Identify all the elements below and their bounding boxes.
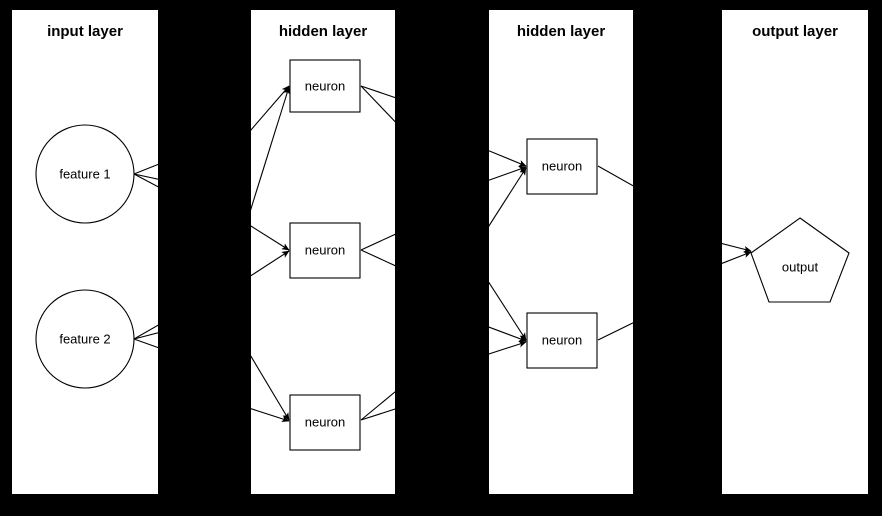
h1-neuron-3-label: neuron bbox=[305, 414, 345, 429]
edge-out-h1-neuron-1-b bbox=[360, 85, 395, 123]
edge-out-h2-neuron-2 bbox=[597, 322, 633, 341]
panel-hidden-layer-2 bbox=[489, 10, 633, 494]
edge-in-h2-neuron-1-b bbox=[489, 166, 527, 181]
node-feature-2[interactable]: feature 2 bbox=[35, 289, 135, 389]
edges-output-panel bbox=[722, 243, 752, 264]
node-h1-neuron-3[interactable]: neuron bbox=[289, 394, 361, 451]
feature-2-label: feature 2 bbox=[59, 331, 110, 346]
h1-neuron-1-box[interactable] bbox=[289, 59, 361, 113]
node-feature-1[interactable]: feature 1 bbox=[35, 124, 135, 224]
h2-neuron-1-box[interactable] bbox=[526, 138, 598, 195]
edge-in-h2-neuron-2-b bbox=[489, 326, 527, 342]
output-label: output bbox=[782, 259, 819, 274]
node-h2-neuron-2[interactable]: neuron bbox=[526, 312, 598, 369]
edge-in-output-b bbox=[722, 251, 752, 264]
edge-out-h2-neuron-1 bbox=[597, 165, 633, 187]
node-h1-neuron-1[interactable]: neuron bbox=[289, 59, 361, 113]
feature-1-label: feature 1 bbox=[59, 166, 110, 181]
input-layer-nodes: feature 1 feature 2 bbox=[35, 124, 135, 389]
panel-input-layer bbox=[12, 10, 158, 494]
edge-in-h1-neuron-2-b bbox=[251, 250, 290, 277]
h2-neuron-2-label: neuron bbox=[542, 332, 582, 347]
h2-neuron-1-label: neuron bbox=[542, 158, 582, 173]
hidden-layer-2-nodes: neuron neuron bbox=[526, 138, 598, 369]
edge-in-h1-neuron-1-a bbox=[251, 85, 290, 131]
panel-titles: input layer hidden layer hidden layer ou… bbox=[47, 23, 838, 40]
edge-out-h1-neuron-2-a bbox=[360, 233, 395, 251]
edge-in-h2-neuron-1-c bbox=[489, 167, 527, 227]
output-layer-nodes: output bbox=[750, 217, 850, 303]
h1-neuron-3-box[interactable] bbox=[289, 394, 361, 451]
edge-in-h1-neuron-1-b bbox=[251, 86, 291, 211]
edges-hidden-layer-1-panel bbox=[251, 85, 395, 423]
h1-neuron-2-label: neuron bbox=[305, 242, 345, 257]
h1-neuron-2-box[interactable] bbox=[289, 222, 361, 279]
output-pentagon[interactable] bbox=[750, 217, 850, 303]
node-h2-neuron-1[interactable]: neuron bbox=[526, 138, 598, 195]
edge-in-output-a bbox=[722, 243, 752, 253]
edge-in-h1-neuron-3-a bbox=[251, 355, 290, 421]
edge-out-h1-neuron-3-a bbox=[360, 391, 395, 421]
feature-2-circle[interactable] bbox=[35, 289, 135, 389]
hidden-layer-1-nodes: neuron neuron neuron bbox=[289, 59, 361, 451]
h2-neuron-2-box[interactable] bbox=[526, 312, 598, 369]
panel-title-hidden-layer-1: hidden layer bbox=[279, 23, 368, 40]
edge-in-h2-neuron-2-a bbox=[489, 281, 527, 341]
edge-out-h1-neuron-3-b bbox=[360, 408, 395, 421]
node-h1-neuron-2[interactable]: neuron bbox=[289, 222, 361, 279]
edges-hidden-layer-2-panel bbox=[489, 150, 633, 355]
edge-in-h1-neuron-2-a bbox=[251, 225, 290, 251]
feature-1-circle[interactable] bbox=[35, 124, 135, 224]
panel-title-input-layer: input layer bbox=[47, 23, 123, 40]
panel-backgrounds bbox=[12, 10, 868, 494]
edge-in-h2-neuron-1-a bbox=[489, 150, 527, 167]
h1-neuron-1-label: neuron bbox=[305, 78, 345, 93]
edge-in-h1-neuron-3-b bbox=[251, 408, 290, 423]
panel-title-hidden-layer-2: hidden layer bbox=[517, 23, 606, 40]
node-output[interactable]: output bbox=[750, 217, 850, 303]
edge-in-h2-neuron-2-c bbox=[489, 340, 527, 355]
panel-title-output-layer: output layer bbox=[752, 23, 838, 40]
edge-out-h1-neuron-1-a bbox=[360, 85, 395, 99]
edge-out-h1-neuron-2-b bbox=[360, 249, 395, 267]
